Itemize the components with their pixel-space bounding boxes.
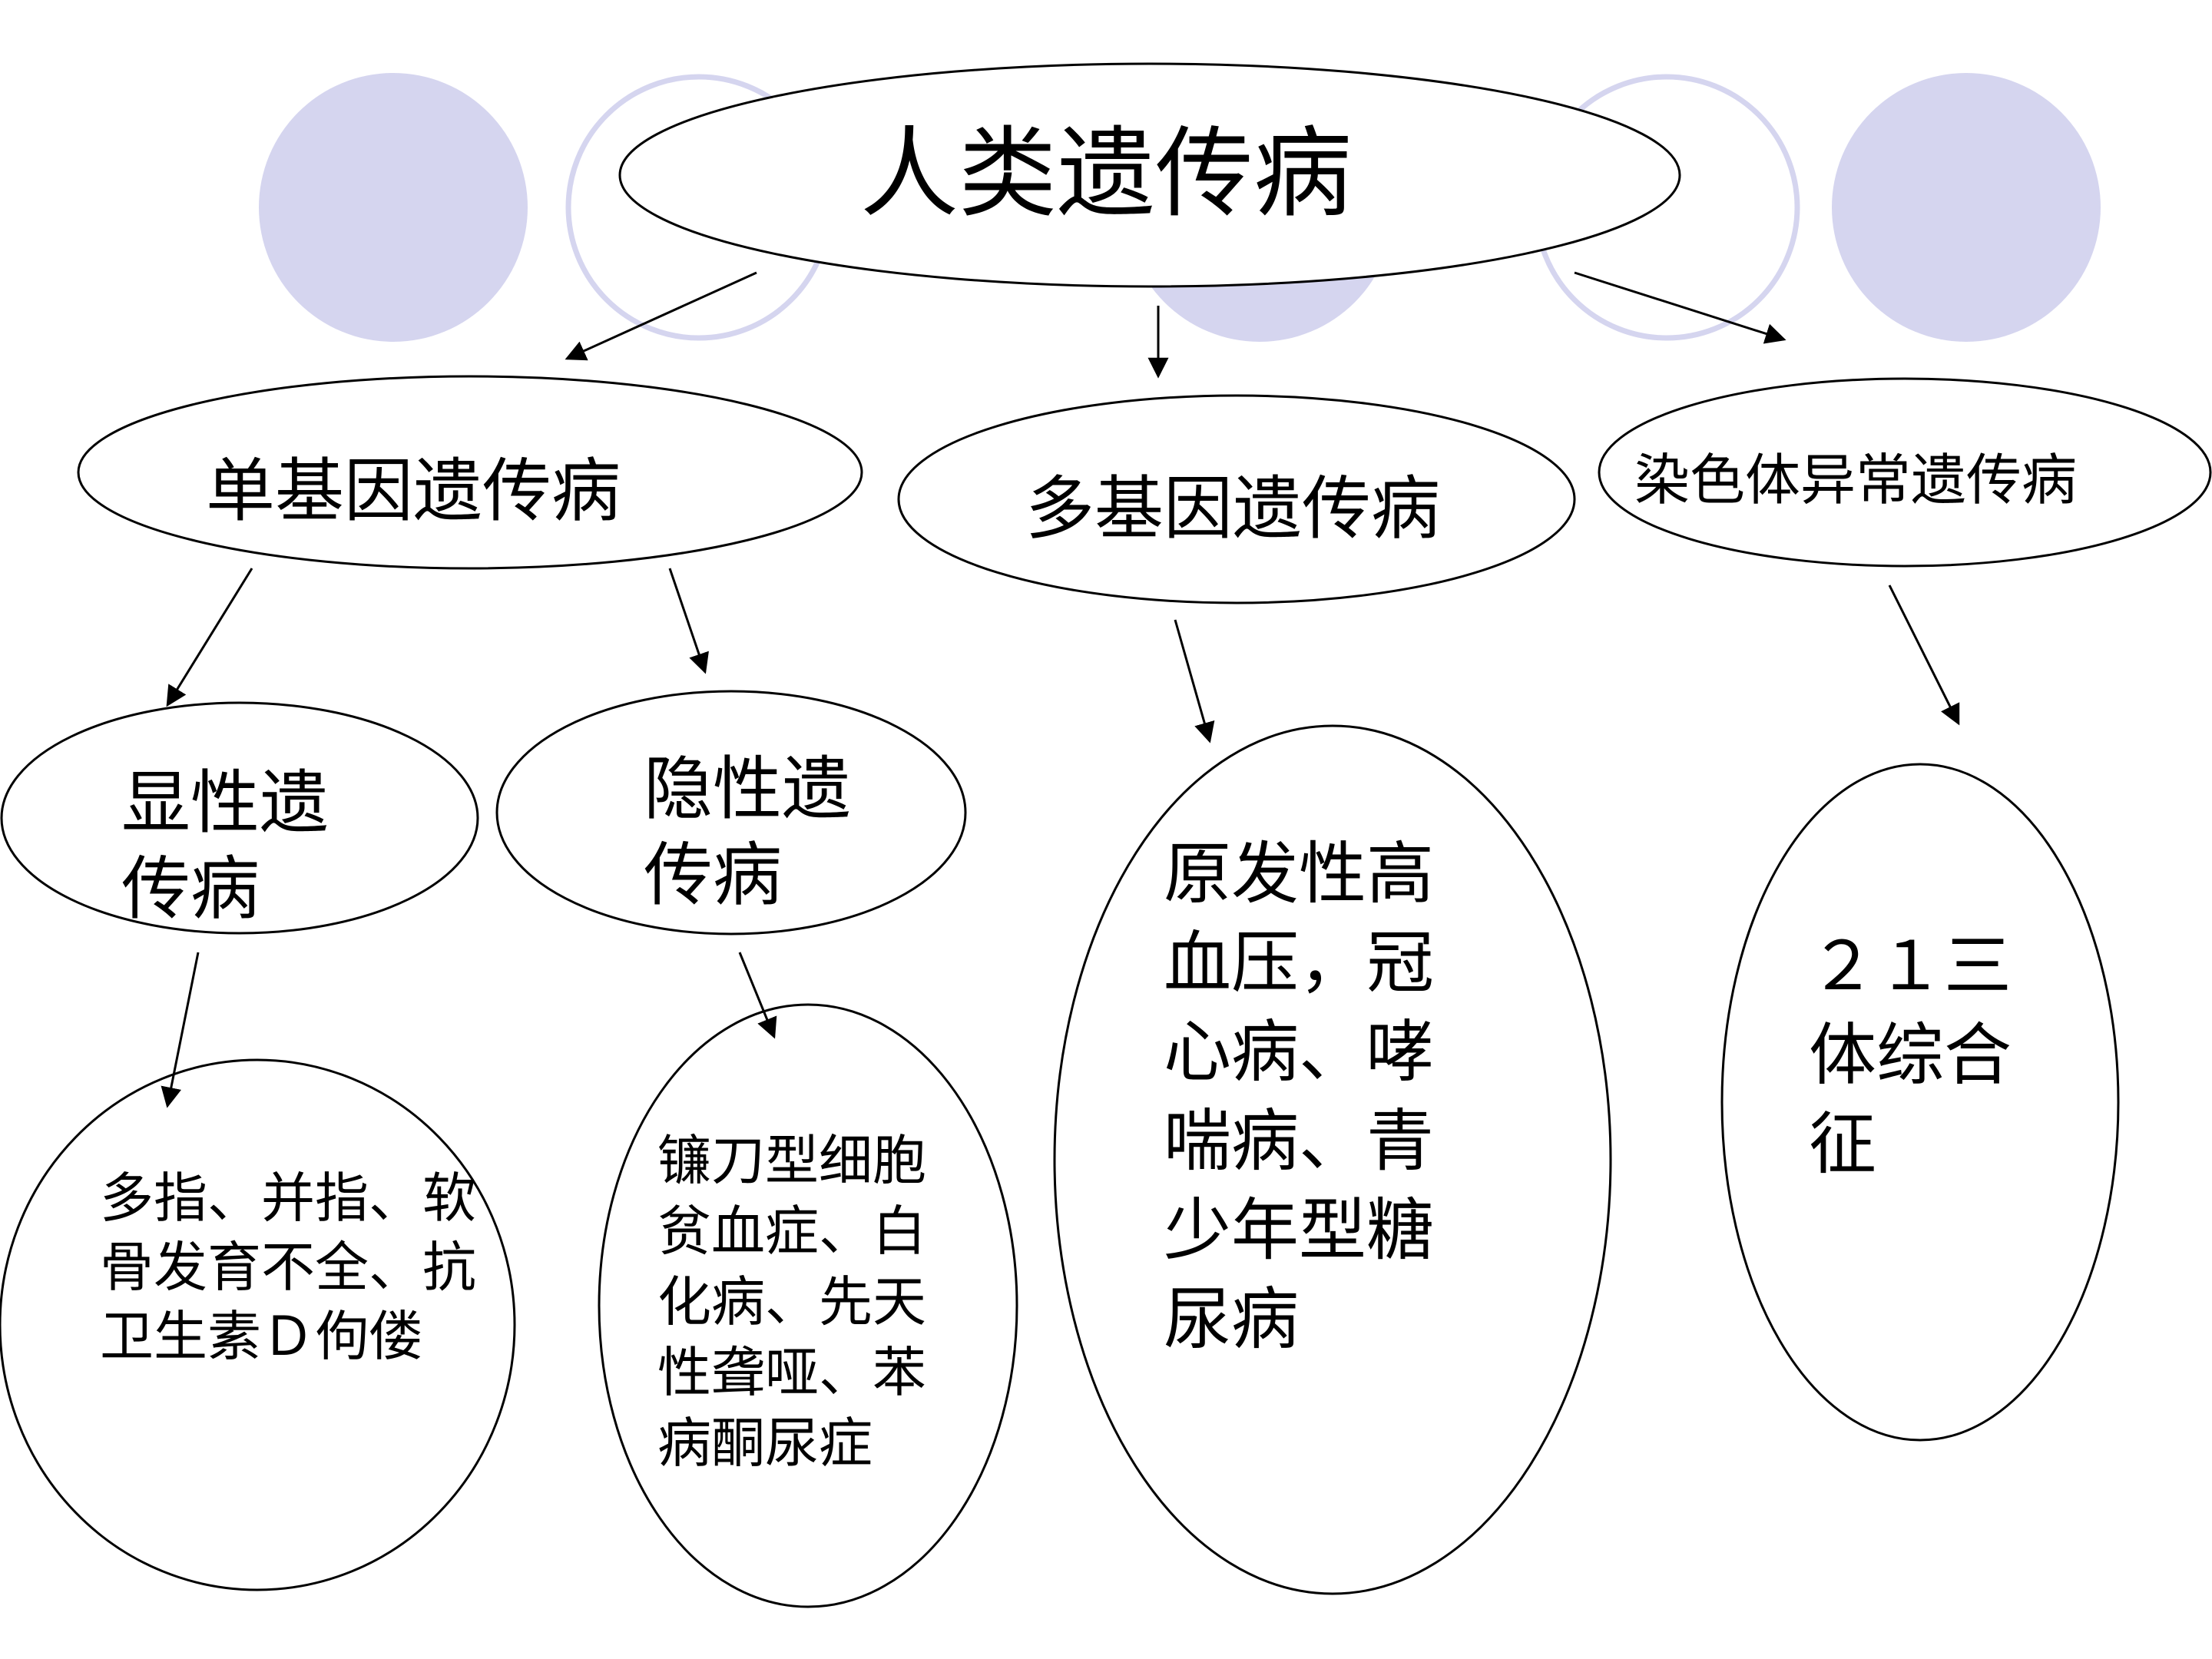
chromosomal-example-node-shape (1720, 763, 2120, 1442)
chromosomal-node-shape (1598, 377, 2212, 568)
chromosomal-node-label: 染色体异常遗传病 (1634, 448, 2078, 512)
arrow-polygenic-to-example (1174, 619, 1215, 743)
arrow-root-to-single-gene (565, 271, 757, 361)
arrow-single-gene-to-recessive (668, 568, 709, 674)
chromosomal-example-label: ２１三体综合征 (1809, 926, 2012, 1184)
polygenic-example-node-shape (1053, 724, 1612, 1595)
node-shapes (0, 62, 2212, 1608)
decor-circle-filled-3 (1832, 73, 2101, 342)
polygenic-node-label: 多基因遗传病 (1025, 469, 1440, 549)
arrow-chromosomal-to-example (1888, 584, 1960, 726)
dominant-node-label: 显性遗传病 (121, 763, 329, 929)
single-gene-node-label: 单基因遗传病 (206, 451, 621, 531)
single-gene-node-shape (77, 375, 863, 570)
arrow-recessive-to-example (738, 952, 777, 1039)
dominant-example-node-shape (0, 1058, 516, 1591)
root-node-label: 人类遗传病 (860, 117, 1353, 231)
root-node-shape (618, 62, 1681, 288)
recessive-example-label: 镰刀型细胞贫血症、白化病、先天性聋哑、苯病酮尿症 (657, 1129, 926, 1475)
dominant-node-shape (0, 701, 479, 935)
arrows (161, 271, 1960, 1108)
dominant-example-label: 多指、并指、软骨发育不全、抗卫生素Ｄ佝偻 (100, 1167, 476, 1368)
polygenic-node-shape (897, 394, 1576, 604)
recessive-node-label: 隐性遗传病 (644, 749, 851, 916)
recessive-node-shape (495, 690, 967, 935)
decor-circle-filled-1 (259, 73, 528, 342)
arrow-dominant-to-example (161, 952, 200, 1108)
arrow-single-gene-to-dominant (166, 568, 253, 707)
recessive-example-node-shape (598, 1003, 1018, 1608)
arrow-root-to-chromosomal (1574, 271, 1786, 344)
polygenic-example-label: 原发性高血压，冠心病、哮喘病、青少年型糖尿病 (1164, 834, 1435, 1359)
